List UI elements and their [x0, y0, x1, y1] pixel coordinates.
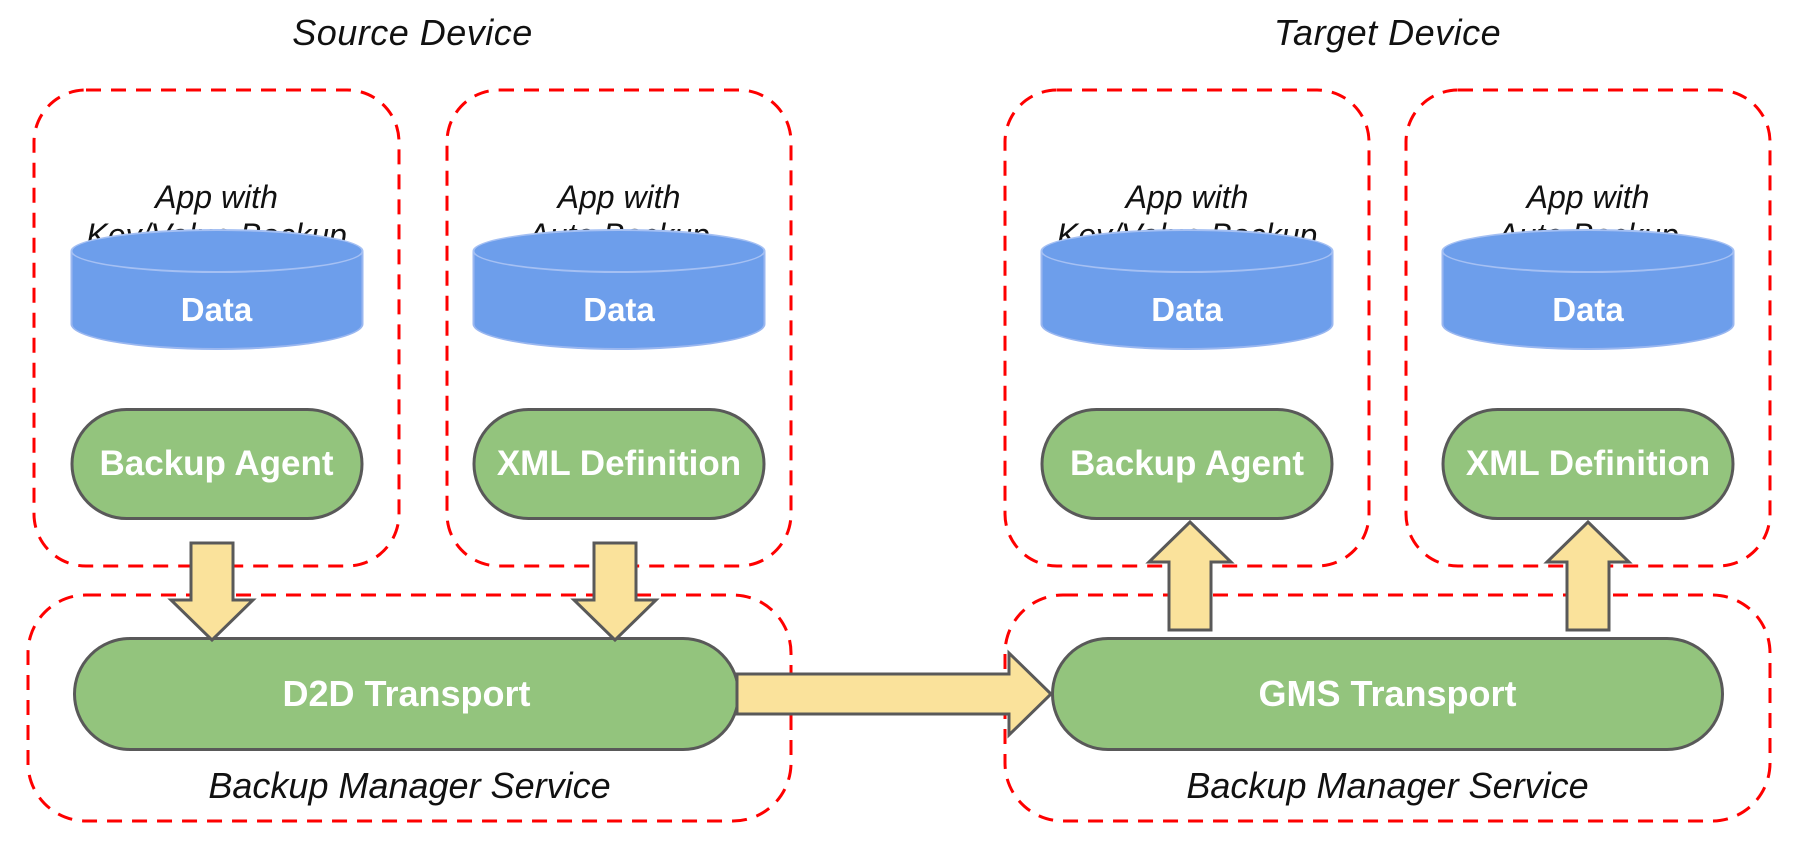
data-cylinder-top — [1040, 229, 1334, 273]
app-box-source-keyvalue: App with Key/Value Backup Data Backup Ag… — [34, 90, 399, 566]
app-title-line1: App with — [1526, 179, 1650, 215]
data-cylinder: Data — [1441, 229, 1735, 350]
data-cylinder: Data — [70, 229, 363, 350]
app-title-line1: App with — [557, 179, 681, 215]
data-label: Data — [1552, 290, 1624, 328]
arrow-right-d2d-to-gms-icon — [735, 649, 1054, 739]
data-cylinder-top — [1441, 229, 1735, 273]
app-title-line1: App with — [1125, 179, 1249, 215]
data-label: Data — [180, 290, 253, 328]
bms-label-source: Backup Manager Service — [208, 765, 611, 806]
data-label: Data — [1151, 290, 1223, 328]
data-label: Data — [583, 290, 655, 328]
bms-label-target: Backup Manager Service — [1186, 765, 1589, 806]
source-device-title: Source Device — [292, 12, 533, 53]
data-cylinder-top — [70, 229, 363, 273]
data-cylinder: Data — [472, 229, 766, 350]
component-pill-xml-definition: XML Definition — [1441, 408, 1735, 520]
component-pill-backup-agent: Backup Agent — [70, 408, 363, 520]
data-cylinder: Data — [1040, 229, 1334, 350]
component-pill-xml-definition: XML Definition — [472, 408, 766, 520]
transport-pill-d2d: D2D Transport — [73, 637, 740, 751]
component-pill-backup-agent: Backup Agent — [1040, 408, 1334, 520]
app-box-source-auto: App with Auto Backup Data XML Definition — [447, 90, 791, 566]
transport-pill-gms: GMS Transport — [1051, 637, 1724, 751]
target-device-title: Target Device — [1273, 12, 1502, 53]
app-box-target-keyvalue: App with Key/Value Backup Data Backup Ag… — [1005, 90, 1369, 566]
app-title-line1: App with — [155, 179, 278, 215]
app-box-target-auto: App with Auto Backup Data XML Definition — [1406, 90, 1770, 566]
data-cylinder-top — [472, 229, 766, 273]
